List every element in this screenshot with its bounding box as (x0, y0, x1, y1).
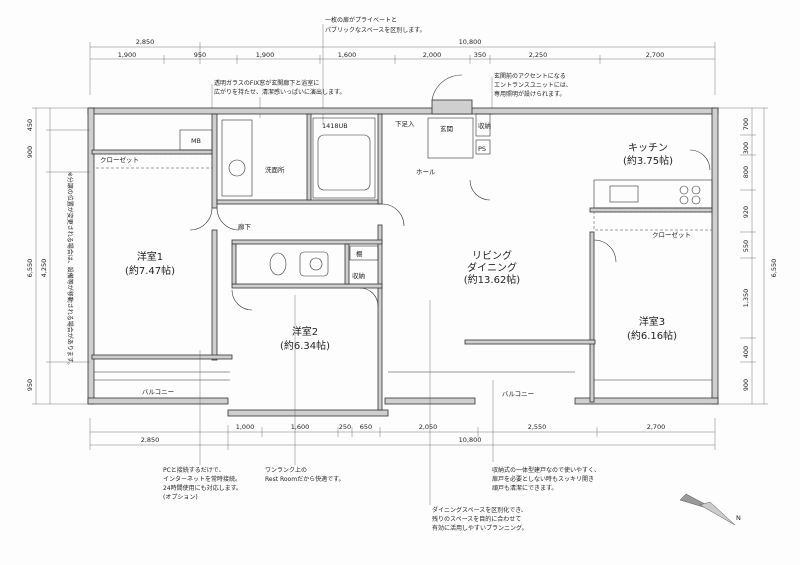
note-pc-1: PCと接続するだけで、 (163, 466, 225, 474)
mb-closet: MB クローゼット クローゼット (93, 129, 713, 239)
storage-top-label: 収納 (478, 121, 491, 130)
right-dim-8: 900 (742, 379, 750, 391)
living-name-2: ダイニング (467, 261, 517, 274)
note-pc-2: インターネットを常時接続。 (163, 475, 241, 483)
left-dim-2: 900 (26, 146, 34, 158)
top-total-1: 2,850 (136, 38, 155, 46)
right-dim-6: 1,350 (742, 289, 750, 308)
bottom-seg-4: 650 (360, 423, 372, 431)
note-top-2: パブリックなスペースを区別します。 (325, 26, 426, 34)
balcony-right-label: バルコニー (502, 390, 534, 398)
right-dim-7: 400 (742, 346, 750, 358)
note-pc-3: 24時間使用にも対応します。 (163, 484, 242, 492)
living-name: リビング (472, 249, 512, 262)
compass-icon: N (679, 493, 741, 526)
doors (189, 149, 711, 311)
compass-north: N (736, 514, 741, 522)
top-seg-3: 1,900 (256, 51, 275, 59)
top-seg-1: 1,900 (118, 51, 137, 59)
note-pc-4: (オプション) (163, 494, 198, 501)
mb-label: MB (191, 137, 201, 145)
left-dimensions: 450 900 4,250 6,550 950 ※分譲の位置が変更される場合は、… (26, 107, 90, 405)
right-dim-3: 800 (742, 166, 750, 178)
bottom-total-2: 10,800 (459, 436, 482, 444)
balconies: バルコニー バルコニー (94, 371, 712, 398)
right-dim-1: 700 (742, 118, 750, 130)
top-seg-7: 2,250 (529, 51, 548, 59)
left-dim-5: 950 (26, 379, 34, 391)
note-storage-2: 扉戸を必要としない時もスッキリ開き (492, 475, 594, 483)
wet-area: 洗面所 1418UB 廊下 棚 収納 (221, 117, 379, 280)
note-entrance-3: 専用照明が設けられます。 (494, 90, 565, 98)
right-dim-4: 920 (742, 206, 750, 218)
entrance-area: 玄関 下足入 収納 PS ホール (395, 74, 491, 176)
top-seg-8: 2,700 (646, 51, 665, 59)
balcony-left-label: バルコニー (142, 388, 174, 396)
top-seg-5: 2,000 (423, 51, 442, 59)
note-entrance-1: 玄関前のアクセントになる (494, 72, 566, 80)
walls (87, 99, 719, 417)
right-dim-2: 300 (742, 142, 750, 154)
bottom-notes: PCと接続するだけで、 インターネットを常時接続。 24時間使用にも対応します。… (163, 295, 600, 532)
closet1-label: クローゼット (100, 155, 139, 164)
ub-label: 1418UB (322, 122, 348, 130)
note-dining-2: 残りのスペースを目的に合わせて (432, 515, 521, 523)
bottom-seg-7: 2,700 (647, 423, 666, 431)
living-size: (約13.62帖) (464, 273, 521, 286)
top-total-2: 10,800 (459, 38, 482, 46)
western1-size: (約7.47帖) (125, 264, 175, 277)
kitchen-counter (593, 179, 713, 209)
western3-size: (約6.16帖) (627, 329, 677, 342)
top-seg-2: 950 (194, 51, 206, 59)
ps-label: PS (478, 145, 486, 153)
note-restroom-1: ワンランク上の (265, 466, 307, 474)
hallway-label: 廊下 (238, 222, 252, 231)
note-top-1: 一枚の扉がプライベートと (325, 16, 397, 24)
shoe-storage-label: 下足入 (395, 120, 415, 128)
hall-label: ホール (416, 168, 436, 176)
note-storage-3: 頑戸も清潔にできます。 (492, 484, 557, 492)
western3-name: 洋室3 (639, 315, 665, 328)
note-storage-1: 収納式の一体型建戸なので使いやすく、 (492, 466, 600, 474)
western2-size: (約6.34帖) (280, 339, 330, 352)
top-seg-4: 1,600 (338, 51, 357, 59)
note-dining-1: ダイニングスペースを区別化でき、 (432, 506, 527, 514)
left-dim-3: 4,250 (40, 259, 48, 278)
bottom-seg-1: 1,000 (236, 423, 255, 431)
closet3-label: クローゼット (652, 230, 691, 239)
shelf-label: 棚 (356, 249, 363, 258)
western2-name: 洋室2 (292, 325, 318, 338)
bottom-seg-2: 1,600 (291, 423, 310, 431)
washroom-label: 洗面所 (265, 165, 285, 174)
bottom-seg-5: 2,050 (419, 423, 438, 431)
bottom-seg-3: 250 (339, 423, 351, 431)
entrance-label: 玄関 (440, 124, 453, 133)
note-entrance-2: エントランスユニットには、 (494, 82, 572, 89)
kitchen-size: (約3.75帖) (623, 154, 673, 167)
left-vertical-note: ※分譲の位置が変更される場合は、設備等が移動される場合があります。 (66, 172, 74, 368)
bottom-dimensions: 1,000 1,600 250 650 2,050 2,550 2,700 2,… (89, 418, 716, 450)
kitchen-name: キッチン (628, 142, 668, 154)
note-glass-1: 透明ガラスのFIX窓が玄関廊下と浴室に (214, 79, 319, 87)
left-dim-4: 6,550 (26, 259, 34, 278)
top-dimensions: 2,850 10,800 1,900 950 1,900 1,600 2,000… (89, 38, 716, 95)
note-glass-2: 広がりを持たせ、清潔感いっぱいに演出します。 (214, 88, 345, 96)
right-dimensions: 700 300 800 920 550 1,350 400 900 6,550 (718, 107, 778, 405)
room-labels: 洋室1 (約7.47帖) 洋室2 (約6.34帖) リビング ダイニング (約1… (125, 142, 677, 352)
bottom-total-1: 2,850 (141, 436, 160, 444)
note-dining-3: 有効に活用しやすいプランニング。 (432, 524, 527, 532)
storage-mid-label: 収納 (352, 271, 365, 280)
western1-name: 洋室1 (137, 250, 163, 263)
right-dim-total: 6,550 (770, 259, 778, 278)
left-dim-1: 450 (26, 119, 34, 131)
top-seg-6: 350 (474, 51, 486, 59)
right-dim-5: 550 (742, 240, 750, 252)
bottom-seg-6: 2,550 (528, 423, 547, 431)
note-restroom-2: Rest Roomだから快適です。 (265, 475, 344, 483)
